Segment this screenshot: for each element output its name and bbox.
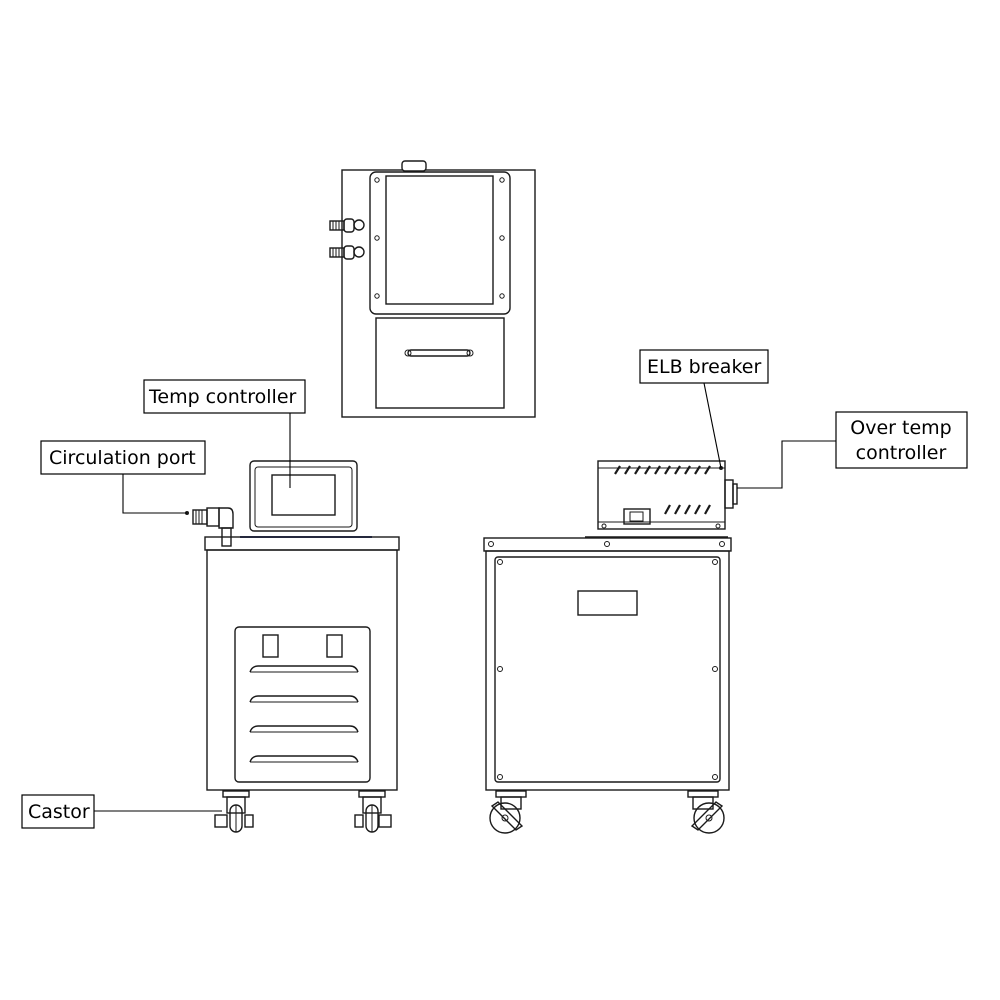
- side-view: [483, 460, 738, 834]
- label-castor: Castor: [28, 801, 90, 823]
- label-over-temp-line1: Over temp: [850, 417, 951, 439]
- label-elb-breaker: ELB breaker: [647, 356, 761, 378]
- over-temp-controller-unit: [724, 479, 734, 509]
- top-view: [329, 160, 536, 418]
- front-castor-left: [214, 790, 254, 833]
- callout-castor: Castor: [21, 794, 222, 829]
- controller-display: [271, 474, 336, 516]
- side-top-plate: [483, 537, 732, 552]
- louvered-panel: [234, 626, 371, 783]
- front-top-plate: [204, 536, 400, 551]
- circulation-port-fitting: [185, 507, 234, 547]
- nameplate: [577, 590, 638, 616]
- lid-window: [385, 175, 494, 305]
- power-socket: [623, 508, 651, 525]
- callout-temp-controller: Temp controller: [143, 379, 306, 488]
- side-castor-left: [489, 790, 527, 834]
- side-castor-right: [687, 790, 725, 834]
- callout-circulation-port: Circulation port: [40, 440, 206, 514]
- label-temp-controller: Temp controller: [148, 386, 297, 408]
- callout-over-temp-controller: Over temp controller: [737, 411, 968, 489]
- vent-slots-upper: [614, 465, 711, 475]
- side-cabinet: [485, 550, 730, 791]
- lid-plate: [369, 171, 511, 315]
- label-circulation-port: Circulation port: [49, 447, 196, 469]
- vent-slots-lower: [664, 504, 711, 515]
- top-circulation-port-1: [329, 218, 365, 233]
- controller-housing: [249, 460, 358, 532]
- front-view: [185, 460, 400, 833]
- front-cabinet: [206, 549, 398, 791]
- front-castor-right: [354, 790, 392, 833]
- label-over-temp-line2: controller: [856, 442, 947, 464]
- panel-handle: [407, 349, 471, 357]
- top-circulation-port-2: [329, 245, 365, 260]
- lid-knob: [401, 160, 427, 172]
- callout-elb-breaker: ELB breaker: [639, 349, 769, 469]
- lower-panel: [375, 317, 505, 409]
- side-access-panel: [494, 556, 721, 783]
- top-view-outline: [341, 169, 536, 418]
